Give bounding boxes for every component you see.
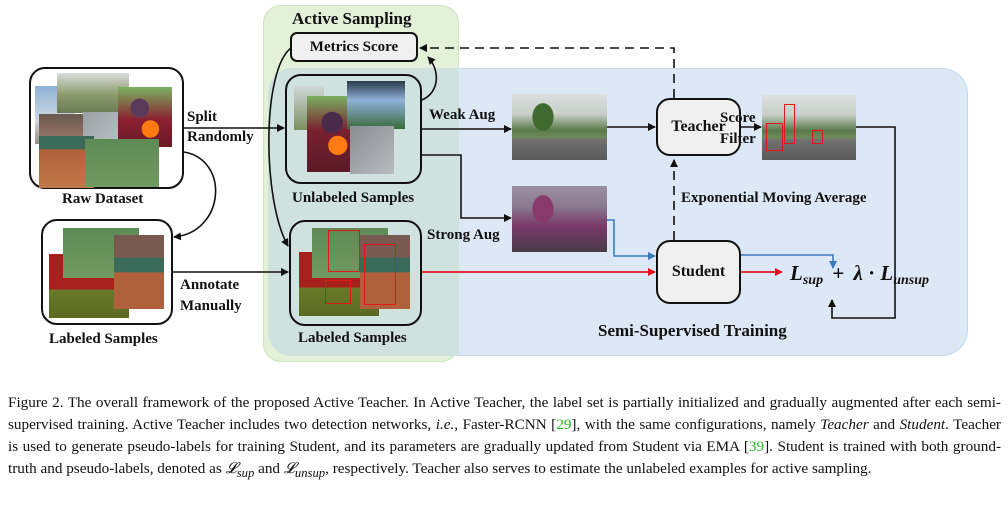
raw-photo-plush bbox=[118, 87, 172, 147]
pseudo-label-image bbox=[762, 95, 856, 160]
weak-aug-image bbox=[512, 94, 607, 160]
student-label: Student bbox=[671, 263, 726, 280]
raw-photo-frisbee bbox=[85, 139, 159, 187]
student-node: Student bbox=[656, 240, 741, 304]
labeled-samples-right-frame bbox=[289, 220, 422, 326]
loss-unsup: Lunsup bbox=[880, 261, 930, 288]
left-photo-tennis bbox=[114, 235, 164, 309]
lsup-symbol: 𝓛sup bbox=[225, 460, 255, 481]
unl-photo-tree bbox=[347, 81, 405, 129]
teacher-node: Teacher bbox=[656, 98, 741, 156]
weak-tree bbox=[530, 100, 556, 134]
weak-aug-label: Weak Aug bbox=[429, 107, 496, 123]
dot-operator: · bbox=[868, 261, 876, 285]
right-photo-tennis bbox=[360, 235, 410, 309]
gt-box-vase bbox=[325, 280, 351, 304]
score-filter-label-2: Filter bbox=[720, 131, 756, 147]
active-sampling-title: Active Sampling bbox=[292, 9, 412, 28]
split-label-1: Split bbox=[187, 109, 218, 125]
split-label-2: Randomly bbox=[187, 129, 254, 145]
unlabeled-samples-label: Unlabeled Samples bbox=[292, 190, 415, 206]
pseudo-box-sign bbox=[784, 104, 795, 144]
metrics-score-node: Metrics Score bbox=[290, 32, 418, 62]
teacher-label: Teacher bbox=[671, 118, 726, 135]
pseudo-box-hydrant bbox=[812, 130, 823, 144]
labeled-samples-left-frame bbox=[41, 219, 173, 325]
unlabeled-samples-frame bbox=[285, 74, 422, 184]
labeled-samples-right-label: Labeled Samples bbox=[298, 330, 407, 346]
gt-box-tennis-player bbox=[364, 244, 396, 305]
raw-dataset-frame bbox=[29, 67, 184, 189]
citation-39[interactable]: 39 bbox=[748, 438, 765, 455]
metrics-score-label: Metrics Score bbox=[309, 38, 399, 55]
lunsup-symbol: 𝓛unsup bbox=[283, 460, 326, 481]
score-filter-label-1: Score bbox=[720, 110, 756, 126]
raw-photo-tennis bbox=[39, 136, 94, 188]
strong-aug-image bbox=[512, 186, 607, 252]
pseudo-box-person bbox=[766, 123, 783, 151]
strong-aug-label: Strong Aug bbox=[427, 227, 500, 243]
loss-formula: Lsup + λ · Lunsup bbox=[790, 261, 929, 289]
labeled-samples-left-label: Labeled Samples bbox=[49, 331, 158, 347]
annotate-label-1: Annotate bbox=[180, 277, 240, 293]
loss-sup: Lsup bbox=[790, 261, 824, 288]
annotate-label-2: Manually bbox=[180, 298, 242, 314]
plus-sign: + bbox=[832, 261, 845, 285]
figure-caption: Figure 2. The overall framework of the p… bbox=[8, 394, 1001, 481]
strong-tree bbox=[530, 192, 556, 226]
lambda-symbol: λ bbox=[853, 261, 863, 285]
citation-29[interactable]: 29 bbox=[556, 416, 572, 433]
raw-photo-street bbox=[57, 73, 129, 113]
unl-photo-cat bbox=[350, 126, 394, 174]
semi-supervised-title: Semi-Supervised Training bbox=[598, 321, 787, 340]
ema-label: Exponential Moving Average bbox=[681, 190, 867, 206]
raw-dataset-label: Raw Dataset bbox=[62, 191, 144, 207]
gt-box-frisbee-player bbox=[328, 230, 360, 272]
